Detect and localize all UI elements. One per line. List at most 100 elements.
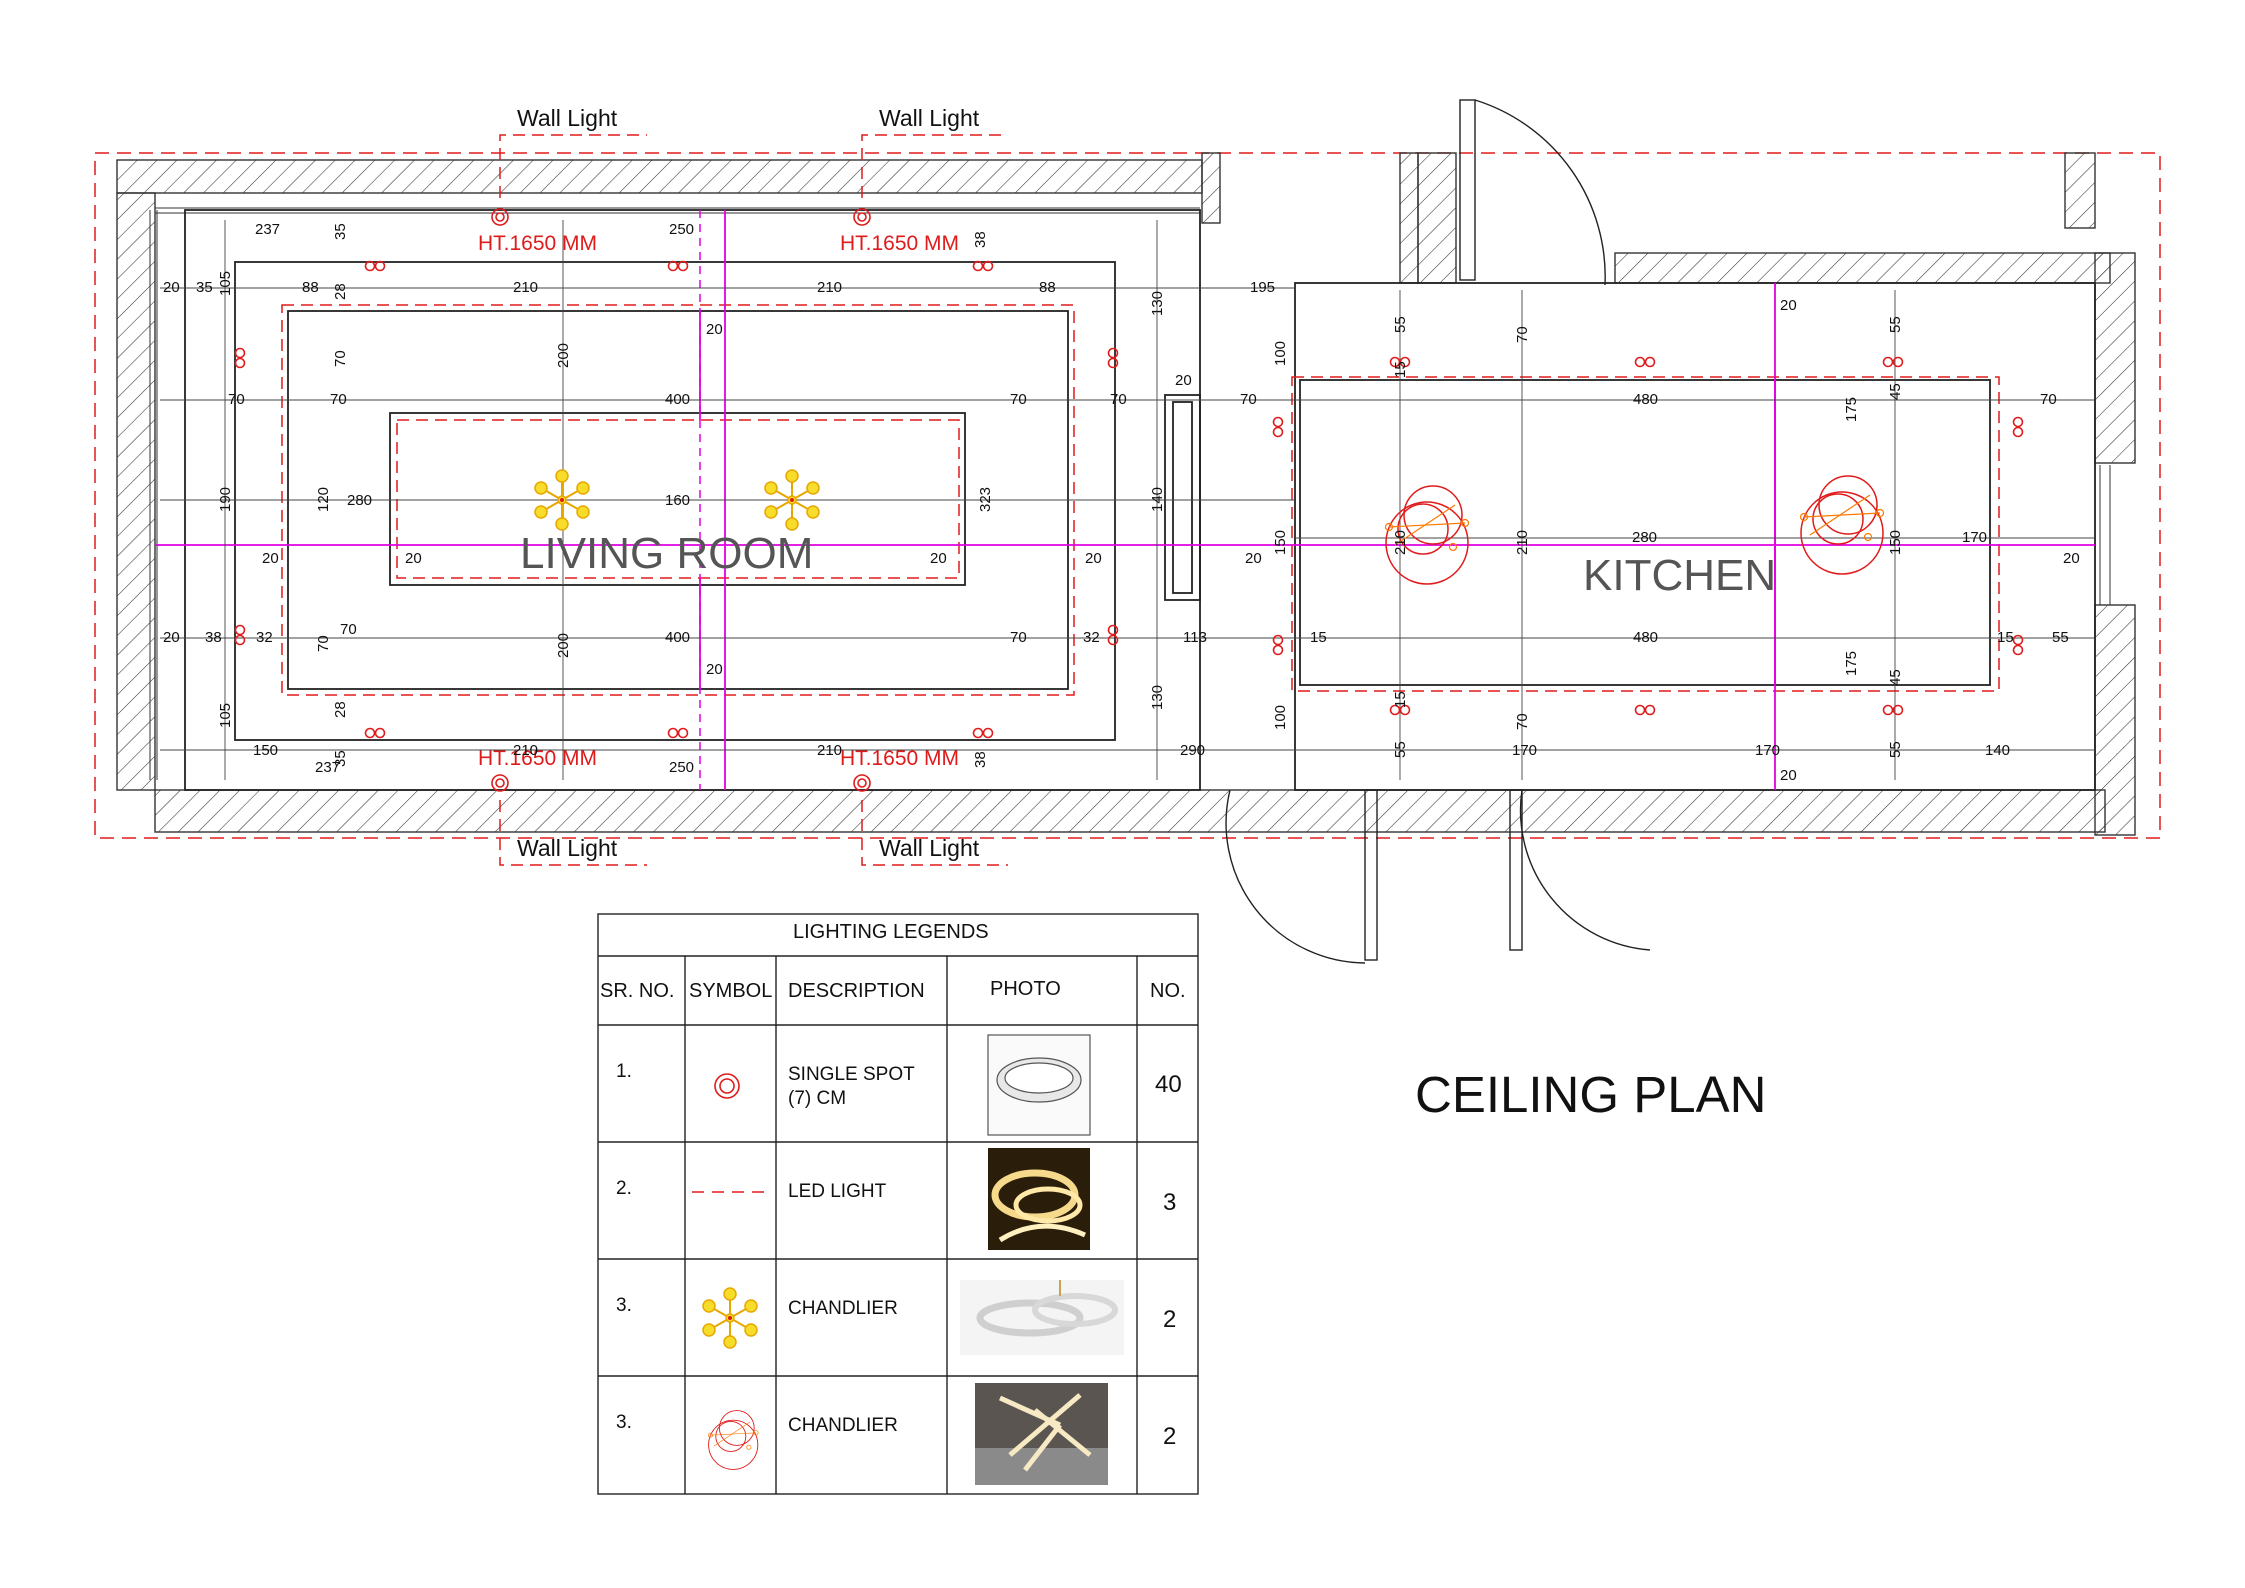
chandelier-icon — [702, 1287, 758, 1349]
svg-text:105: 105 — [217, 271, 234, 296]
svg-text:2.: 2. — [616, 1178, 632, 1199]
svg-text:480: 480 — [1633, 629, 1658, 646]
svg-text:200: 200 — [555, 633, 572, 658]
wall-light-label: Wall Light — [879, 835, 980, 861]
svg-text:100: 100 — [1272, 705, 1289, 730]
living-dimensions: 237 250 20 35 88 210 210 88 20 70 70 400… — [163, 221, 1127, 776]
height-label: HT.1650 MM — [478, 232, 597, 255]
svg-text:45: 45 — [1887, 383, 1904, 400]
svg-text:20: 20 — [262, 550, 279, 567]
svg-text:20: 20 — [1780, 767, 1797, 784]
svg-text:35: 35 — [196, 279, 213, 296]
svg-text:55: 55 — [2052, 629, 2069, 646]
svg-text:55: 55 — [1887, 741, 1904, 758]
svg-text:15: 15 — [1392, 361, 1409, 378]
svg-text:250: 250 — [669, 221, 694, 238]
svg-text:140: 140 — [1149, 487, 1166, 512]
svg-text:175: 175 — [1843, 397, 1860, 422]
svg-text:70: 70 — [315, 635, 332, 652]
svg-text:210: 210 — [513, 279, 538, 296]
svg-text:170: 170 — [1962, 529, 1987, 546]
svg-text:38: 38 — [972, 231, 989, 248]
svg-text:88: 88 — [302, 279, 319, 296]
svg-text:195: 195 — [1250, 279, 1275, 296]
svg-text:55: 55 — [1392, 316, 1409, 333]
svg-text:70: 70 — [2040, 391, 2057, 408]
svg-text:290: 290 — [1180, 742, 1205, 759]
ring-chandelier-icon — [1799, 475, 1885, 575]
svg-text:35: 35 — [332, 223, 349, 240]
svg-text:70: 70 — [1010, 391, 1027, 408]
svg-text:400: 400 — [665, 391, 690, 408]
wall-light-label: Wall Light — [879, 105, 980, 131]
height-label: HT.1650 MM — [840, 232, 959, 255]
svg-text:28: 28 — [332, 283, 349, 300]
svg-text:170: 170 — [1755, 742, 1780, 759]
svg-text:32: 32 — [256, 629, 273, 646]
svg-text:280: 280 — [347, 492, 372, 509]
svg-text:40: 40 — [1155, 1071, 1182, 1098]
svg-text:15: 15 — [1997, 629, 2014, 646]
svg-text:113: 113 — [1183, 629, 1207, 646]
svg-text:150: 150 — [253, 742, 278, 759]
svg-text:2: 2 — [1163, 1306, 1176, 1333]
svg-text:CHANDLIER: CHANDLIER — [788, 1298, 898, 1319]
svg-text:210: 210 — [1514, 530, 1531, 555]
svg-text:210: 210 — [513, 742, 538, 759]
svg-text:70: 70 — [1010, 629, 1027, 646]
svg-text:70: 70 — [1240, 391, 1257, 408]
svg-text:190: 190 — [217, 487, 234, 512]
wall-light-label: Wall Light — [517, 105, 618, 131]
middle-dimensions: 130 130 140 195 113 290 20 70 20 100 100… — [1149, 279, 1289, 759]
kitchen-dimensions: 55 55 70 70 55 55 15 15 210 210 150 175 … — [1310, 297, 2080, 784]
svg-text:3.: 3. — [616, 1295, 632, 1316]
svg-text:105: 105 — [217, 703, 234, 728]
svg-text:100: 100 — [1272, 341, 1289, 366]
svg-text:SYMBOL: SYMBOL — [689, 980, 772, 1002]
svg-text:NO.: NO. — [1150, 980, 1186, 1002]
svg-text:20: 20 — [163, 629, 180, 646]
svg-text:2: 2 — [1163, 1423, 1176, 1450]
svg-text:210: 210 — [817, 279, 842, 296]
svg-text:LED LIGHT: LED LIGHT — [788, 1181, 887, 1202]
svg-text:210: 210 — [817, 742, 842, 759]
svg-text:130: 130 — [1149, 291, 1166, 316]
wall-light-label: Wall Light — [517, 835, 618, 861]
ring-chandelier-icon — [707, 1410, 759, 1470]
room-label-kitchen: KITCHEN — [1583, 551, 1776, 600]
svg-text:323: 323 — [977, 487, 994, 512]
svg-text:250: 250 — [669, 759, 694, 776]
svg-text:SINGLE SPOT: SINGLE SPOT — [788, 1064, 915, 1085]
height-label: HT.1650 MM — [840, 747, 959, 770]
svg-text:70: 70 — [1110, 391, 1127, 408]
svg-text:70: 70 — [228, 391, 245, 408]
svg-text:70: 70 — [340, 621, 357, 638]
photo-spot — [987, 1034, 1091, 1136]
svg-text:20: 20 — [1085, 550, 1102, 567]
svg-text:20: 20 — [2063, 550, 2080, 567]
svg-text:170: 170 — [1512, 742, 1537, 759]
svg-text:15: 15 — [1310, 629, 1327, 646]
svg-text:20: 20 — [1175, 372, 1192, 389]
walls — [116, 152, 2136, 836]
svg-text:130: 130 — [1149, 685, 1166, 710]
page-title: CEILING PLAN — [1415, 1066, 1766, 1123]
svg-text:175: 175 — [1843, 651, 1860, 676]
height-label: HT.1650 MM — [478, 747, 597, 770]
svg-text:88: 88 — [1039, 279, 1056, 296]
svg-text:32: 32 — [1083, 629, 1100, 646]
svg-text:70: 70 — [1514, 713, 1531, 730]
svg-text:210: 210 — [1392, 530, 1409, 555]
svg-text:160: 160 — [665, 492, 690, 509]
svg-text:20: 20 — [1780, 297, 1797, 314]
photo-led-strip — [988, 1148, 1090, 1250]
spot-lights — [234, 260, 2024, 739]
svg-text:150: 150 — [1887, 530, 1904, 555]
svg-text:DESCRIPTION: DESCRIPTION — [788, 980, 925, 1002]
svg-text:20: 20 — [163, 279, 180, 296]
svg-text:45: 45 — [1887, 669, 1904, 686]
svg-text:PHOTO: PHOTO — [990, 978, 1061, 1000]
legend-title: LIGHTING LEGENDS — [793, 921, 989, 943]
svg-text:55: 55 — [1887, 316, 1904, 333]
